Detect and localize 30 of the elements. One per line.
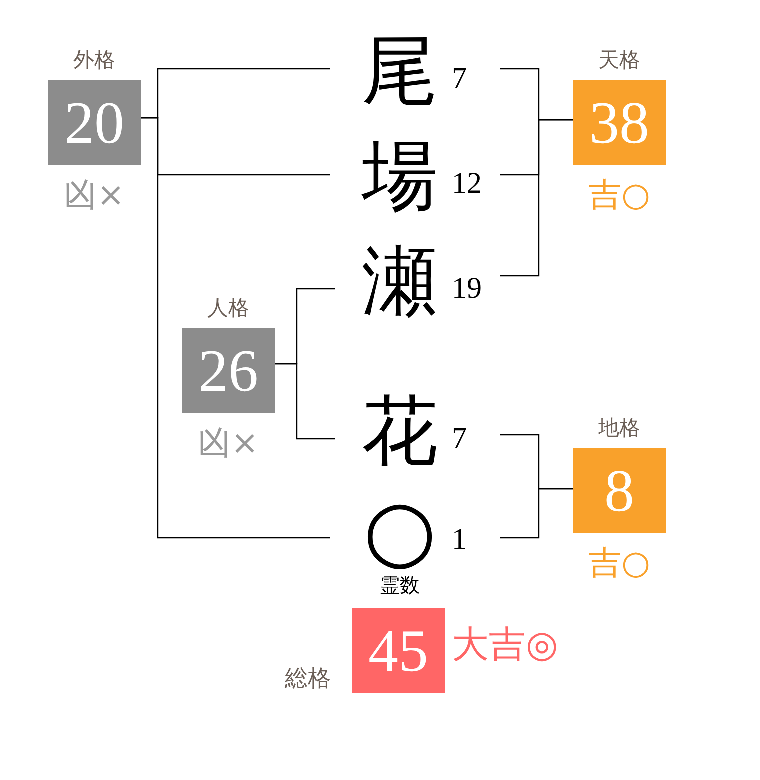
stroke-count: 7 xyxy=(452,64,467,94)
name-character: 場 xyxy=(360,139,439,215)
score-tile: 26 xyxy=(182,328,275,413)
name-character: ○ xyxy=(362,488,438,572)
fortune-verdict: 吉○ xyxy=(588,175,650,215)
fortune-verdict: 凶× xyxy=(198,423,259,463)
category-label: 地格 xyxy=(598,416,640,442)
name-character: 瀬 xyxy=(361,244,439,320)
score-tile: 45 xyxy=(352,608,445,693)
stroke-count: 7 xyxy=(452,424,467,454)
fortune-verdict: 大吉◎ xyxy=(452,623,558,667)
score-tile: 8 xyxy=(573,448,666,533)
category-label: 天格 xyxy=(598,48,640,74)
name-character: 花 xyxy=(361,394,439,470)
category-label: 人格 xyxy=(208,296,250,322)
bracket-line xyxy=(275,363,335,440)
fortune-verdict: 凶× xyxy=(64,175,125,215)
category-label: 外格 xyxy=(74,48,116,74)
bracket-line xyxy=(500,488,573,539)
stroke-count: 12 xyxy=(452,169,482,199)
stroke-count: 1 xyxy=(452,525,467,555)
category-label: 総格 xyxy=(285,665,331,691)
name-character: 尾 xyxy=(361,34,439,110)
fortune-verdict: 吉○ xyxy=(588,543,650,583)
bracket-line xyxy=(500,119,573,277)
stroke-count: 19 xyxy=(452,274,482,304)
caption-label: 霊数 xyxy=(380,575,420,597)
score-tile: 38 xyxy=(573,80,666,165)
score-tile: 20 xyxy=(48,80,141,165)
bracket-line xyxy=(141,117,330,539)
